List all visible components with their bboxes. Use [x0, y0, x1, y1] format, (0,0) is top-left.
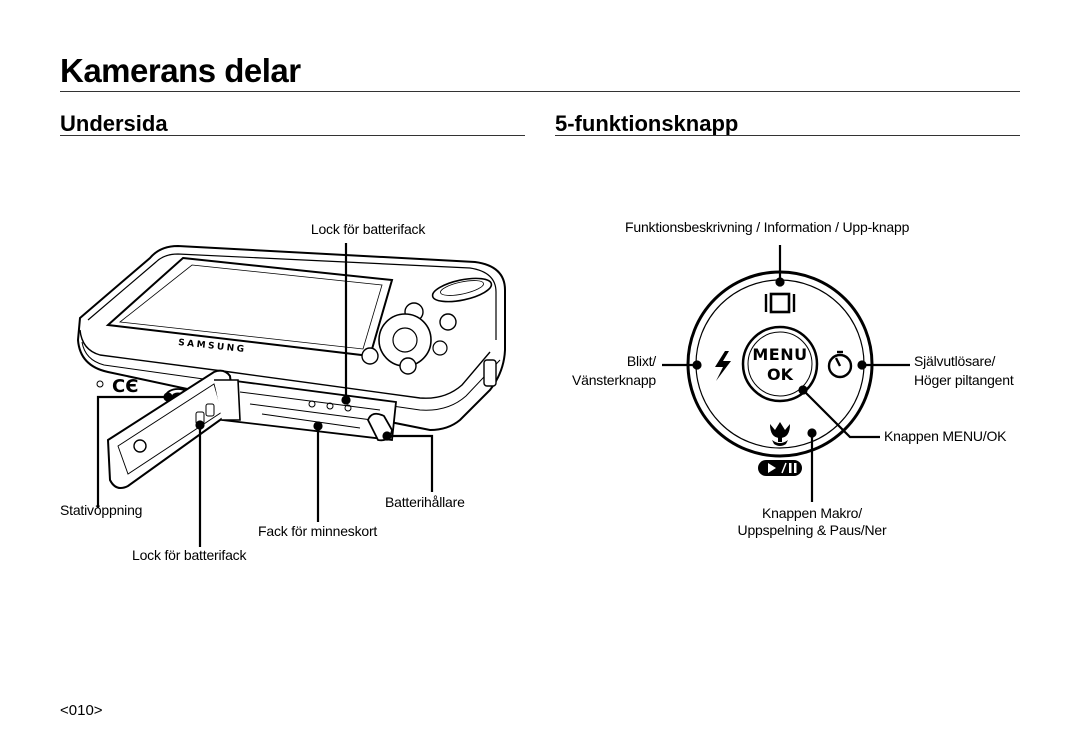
- section-heading-function-button: 5-funktionsknapp: [555, 111, 739, 136]
- leader-lines-right: [662, 245, 910, 502]
- macro-icon: [770, 422, 790, 446]
- page-number: <010>: [60, 702, 103, 719]
- label-macro-button: Knappen Makro/: [762, 505, 862, 521]
- label-up-button: Funktionsbeskrivning / Information / Upp…: [625, 219, 910, 235]
- menu-text: MENU: [752, 345, 807, 364]
- flash-icon: [715, 351, 731, 381]
- section-divider-right: [555, 135, 1020, 136]
- label-menu-ok-button: Knappen MENU/OK: [884, 428, 1007, 444]
- label-battery-lock-top: Lock för batterifack: [310, 221, 426, 237]
- self-timer-icon: [827, 350, 853, 379]
- label-left-button: Vänsterknapp: [572, 372, 656, 388]
- label-tripod-socket: Stativöppning: [60, 502, 143, 518]
- label-memory-card-slot: Fack för minneskort: [258, 523, 378, 539]
- label-battery-holder: Batterihållare: [385, 494, 465, 510]
- title-divider: [60, 91, 1020, 92]
- camera-body: [76, 244, 506, 432]
- label-flash: Blixt/: [626, 353, 656, 369]
- svg-text:CЄ: CЄ: [112, 376, 138, 397]
- page-title: Kamerans delar: [60, 52, 301, 89]
- display-mode-icon: [764, 292, 796, 314]
- menu-ok-button: [741, 325, 819, 403]
- label-battery-lock-bottom: Lock för batterifack: [132, 547, 247, 563]
- section-heading-bottom: Undersida: [60, 111, 168, 136]
- play-pause-icon: [758, 460, 802, 476]
- label-right-button: Höger piltangent: [914, 372, 1014, 388]
- zoom-button: [431, 277, 493, 303]
- label-down-button: Uppspelning & Paus/Ner: [737, 522, 887, 538]
- label-self-timer: Självutlösare/: [914, 353, 996, 369]
- ok-text: OK: [767, 365, 794, 384]
- section-divider-left: [60, 135, 525, 136]
